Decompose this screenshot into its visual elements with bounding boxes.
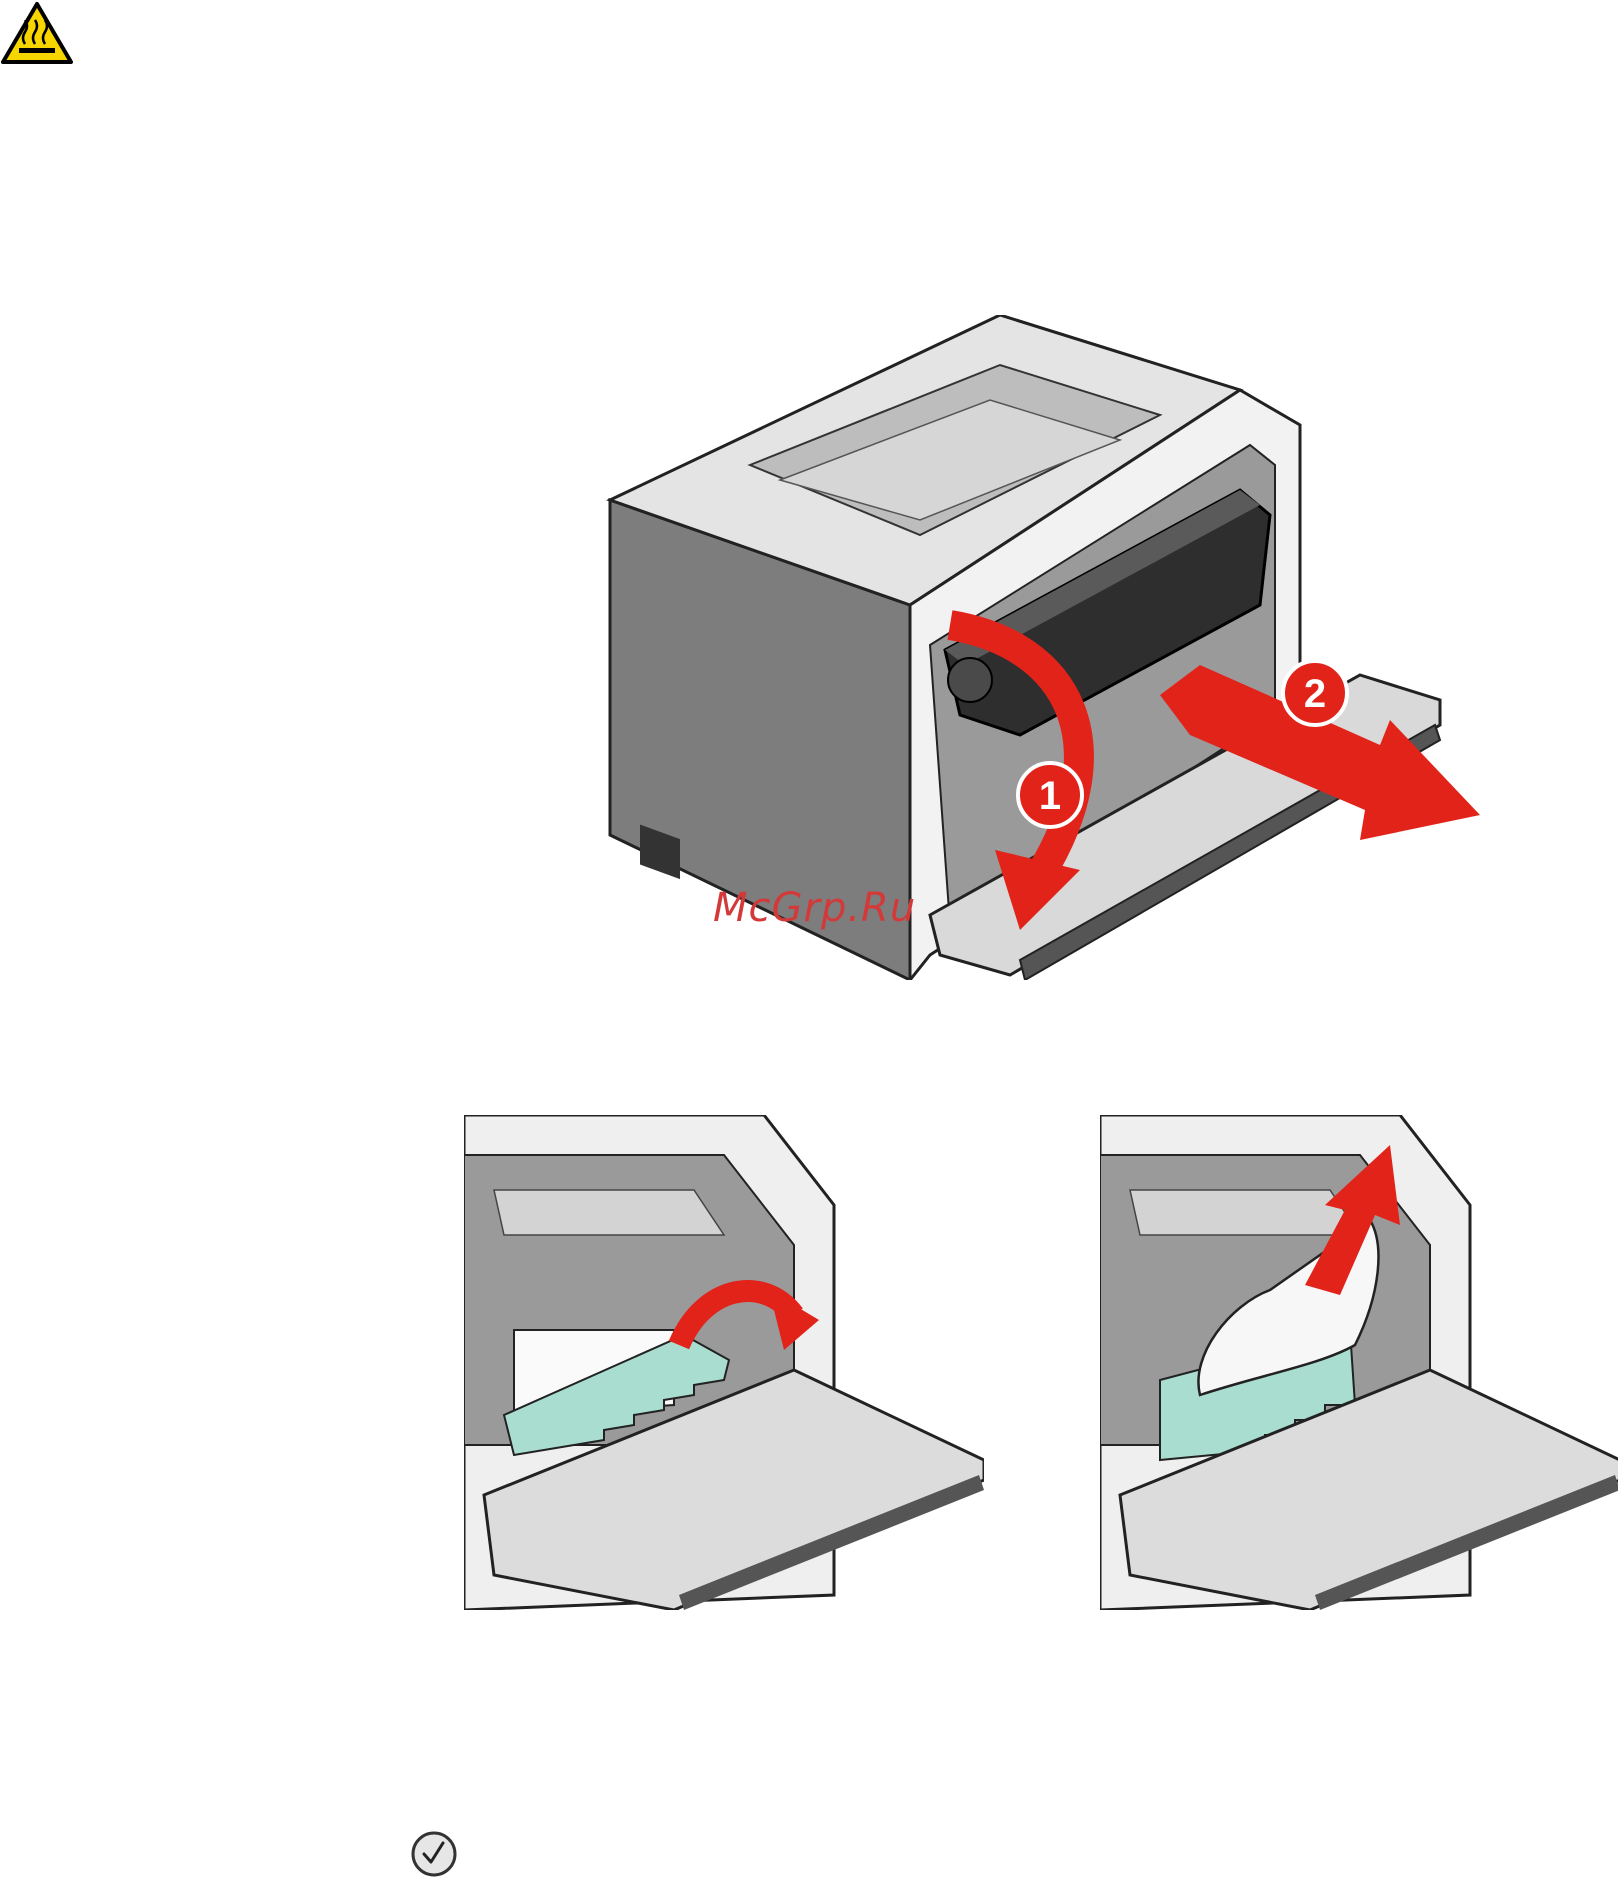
watermark-text: McGrp.Ru <box>713 885 916 931</box>
callout-2: 2 <box>1304 672 1326 716</box>
checkmark-button-icon <box>410 1830 458 1878</box>
remove-jammed-paper-illustration <box>1100 1115 1618 1610</box>
callout-1: 1 <box>1039 774 1061 818</box>
lift-jam-guide-illustration <box>464 1115 984 1610</box>
printer-remove-cartridge-illustration: 1 2 <box>600 315 1480 980</box>
hot-surface-warning-icon <box>0 0 74 66</box>
